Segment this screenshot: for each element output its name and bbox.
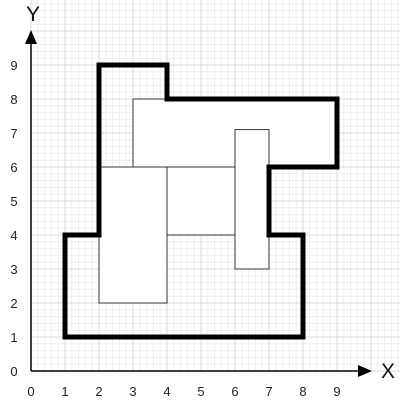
y-tick-label: 3	[10, 262, 17, 277]
y-tick-label: 6	[10, 160, 17, 175]
x-tick-label: 7	[265, 384, 272, 399]
rect-middle	[166, 166, 236, 236]
x-tick-label: 1	[61, 384, 68, 399]
x-axis-arrowhead	[358, 365, 372, 377]
x-tick-label: 5	[197, 384, 204, 399]
x-tick-label: 4	[163, 384, 170, 399]
y-tick-label: 5	[10, 194, 17, 209]
y-tick-label: 0	[10, 364, 17, 379]
x-tick-label: 0	[27, 384, 34, 399]
x-tick-label: 3	[129, 384, 136, 399]
outline-polygon	[62, 62, 340, 340]
x-tick-label: 9	[333, 384, 340, 399]
y-tick-label: 9	[10, 58, 17, 73]
y-tick-label: 1	[10, 330, 17, 345]
rect-right-narrow	[234, 129, 270, 270]
y-tick-label: 7	[10, 126, 17, 141]
y-axis-arrowhead	[25, 30, 37, 44]
x-tick-label: 2	[95, 384, 102, 399]
y-tick-label: 4	[10, 228, 17, 243]
x-axis-title: X	[381, 360, 395, 383]
outline-layer	[62, 62, 340, 340]
rect-tall-left	[98, 166, 168, 304]
axes: X Y	[25, 3, 395, 383]
rectangles-layer	[98, 98, 338, 304]
x-tick-labels: 0 1 2 3 4 5 6 7 8 9	[27, 384, 340, 399]
y-tick-label: 2	[10, 296, 17, 311]
y-tick-label: 8	[10, 92, 17, 107]
x-tick-label: 6	[231, 384, 238, 399]
y-axis-title: Y	[26, 3, 40, 26]
x-tick-label: 8	[299, 384, 306, 399]
y-tick-labels: 0 1 2 3 4 5 6 7 8 9	[10, 58, 17, 379]
